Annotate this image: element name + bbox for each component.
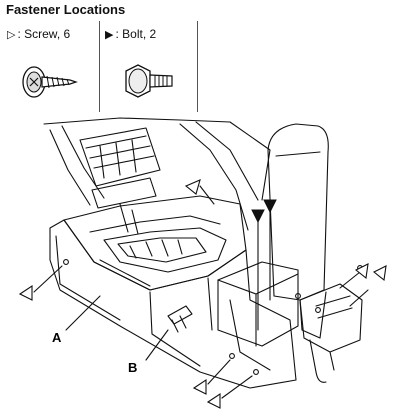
callout-b: B [128,360,137,375]
hollow-triangle-icon: ▷ [7,29,16,41]
legend-bolt-text: : Bolt, 2 [115,27,157,41]
fastener-legend: ▷: Screw, 6 ▶: Bolt, 2 [2,21,198,112]
legend-screw-text: : Screw, 6 [17,27,71,41]
screw-callout-4 [206,392,221,409]
storage-box [217,261,299,347]
rear-bracket [299,283,363,353]
screw-callout-5 [354,263,369,280]
filled-triangle-icon: ▶ [105,29,114,41]
screw-callout-6 [372,265,387,282]
bolt-icon [125,64,173,98]
dashboard-outline [43,117,271,201]
screw-callout-1 [18,284,33,301]
screw-callout-3 [192,378,207,395]
legend-screw: ▷: Screw, 6 [2,21,100,112]
bolt-b [167,305,193,325]
callout-a: A [52,330,62,345]
climate-panel [79,127,161,187]
leader-a [65,295,101,331]
bolt-callout-2 [263,199,277,214]
screw-icon [22,66,78,98]
armrest [267,123,329,301]
legend-bolt: ▶: Bolt, 2 [100,21,197,112]
console-top [63,195,247,291]
leader-b [145,329,169,361]
center-console-diagram: A B [18,117,387,409]
console-side-panel [49,219,297,389]
page-title: Fastener Locations [6,2,126,17]
bolt-callout-1 [251,209,265,224]
screw-callout-2 [184,179,201,195]
